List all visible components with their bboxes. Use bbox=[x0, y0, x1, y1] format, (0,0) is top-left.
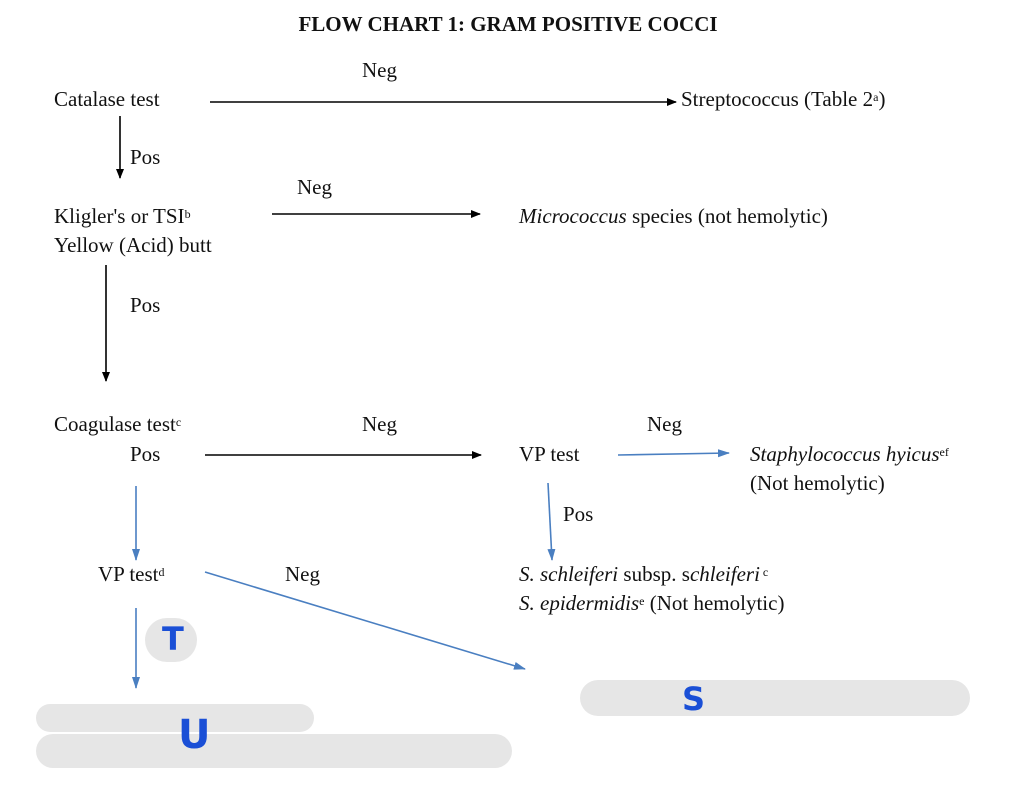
label-pos-kligler: Pos bbox=[130, 293, 161, 317]
node-yellow-acid-butt: Yellow (Acid) butt bbox=[54, 233, 212, 257]
arrow-vp-pos bbox=[547, 482, 556, 561]
node-micrococcus: Micrococcus species (not hemolytic) bbox=[519, 204, 828, 228]
node-vp-test: VP test bbox=[519, 442, 580, 466]
node-coagulase-pos: Pos bbox=[130, 442, 161, 466]
redaction-blob-t bbox=[145, 618, 197, 662]
node-s-epidermidis: S. epidermidise (Not hemolytic) bbox=[519, 591, 785, 615]
node-kligler-tsi: Kligler's or TSIb bbox=[54, 204, 191, 228]
label-pos-vp: Pos bbox=[563, 502, 594, 526]
handwritten-letter-s: S bbox=[682, 680, 706, 718]
node-catalase-test: Catalase test bbox=[54, 87, 160, 111]
page-title: FLOW CHART 1: GRAM POSITIVE COCCI bbox=[298, 12, 718, 36]
label-neg-catalase: Neg bbox=[362, 58, 397, 82]
node-staphylococcus-hyicus: Staphylococcus hyicusef bbox=[750, 442, 949, 466]
arrow-vpd-neg bbox=[204, 571, 526, 670]
label-neg-vpd: Neg bbox=[285, 562, 320, 586]
node-streptococcus: Streptococcus (Table 2a) bbox=[681, 87, 886, 111]
handwritten-letter-t: T bbox=[162, 620, 184, 658]
label-neg-kligler: Neg bbox=[297, 175, 332, 199]
label-neg-vp: Neg bbox=[647, 412, 682, 436]
redaction-blob-s bbox=[580, 680, 970, 716]
node-s-schleiferi: S. schleiferi subsp. schleiferi c bbox=[519, 562, 769, 586]
node-coagulase-test: Coagulase testc bbox=[54, 412, 182, 436]
redaction-blob-u-top bbox=[36, 704, 314, 732]
label-pos-catalase: Pos bbox=[130, 145, 161, 169]
node-vp-test-d: VP testd bbox=[98, 562, 165, 586]
arrow-vp-neg bbox=[617, 449, 730, 458]
label-neg-coagulase: Neg bbox=[362, 412, 397, 436]
redaction-blob-u-bottom bbox=[36, 734, 512, 768]
handwritten-letter-u: U bbox=[178, 712, 211, 758]
node-hyicus-not-hemolytic: (Not hemolytic) bbox=[750, 471, 885, 495]
